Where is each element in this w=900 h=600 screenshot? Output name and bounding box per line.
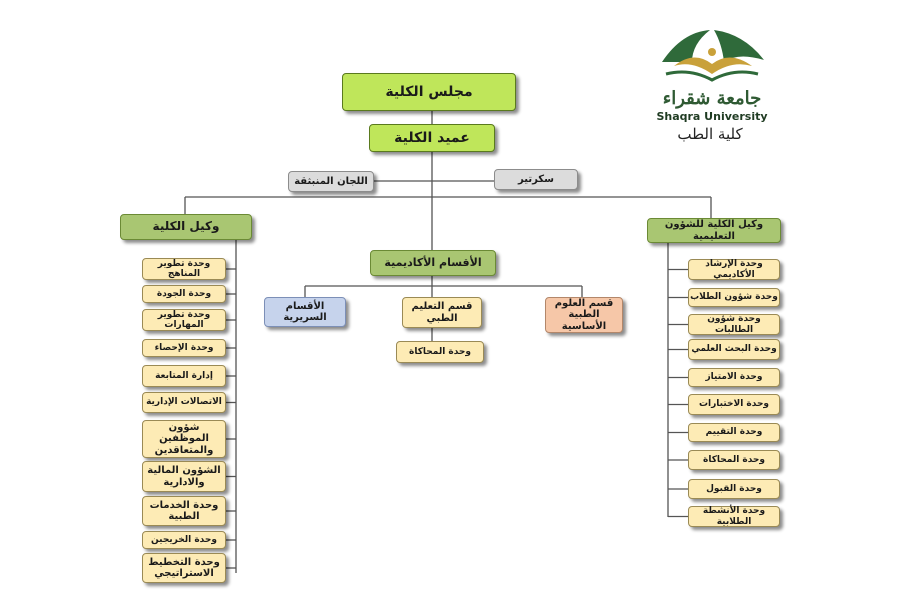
vice-dean-unit-box: إدارة المتابعة xyxy=(142,365,226,387)
vice-dean-unit-box: الاتصالات الإدارية xyxy=(142,392,226,413)
college-council-box: مجلس الكلية xyxy=(342,73,516,111)
vice-dean-unit-box: وحدة الخريجين xyxy=(142,531,226,549)
education-unit-box: وحدة الامتياز xyxy=(688,368,780,387)
university-arabic-name: جامعة شقراء xyxy=(662,88,762,109)
university-english-name: Shaqra University xyxy=(656,110,768,123)
education-unit-box: وحدة الإرشاد الأكاديمي xyxy=(688,259,780,280)
committees-box: اللجان المنبثقة xyxy=(288,171,374,192)
education-unit-box: وحدة شؤون الطالبات xyxy=(688,314,780,335)
vice-dean-box: وكيل الكلية xyxy=(120,214,252,240)
academic-departments-box: الأقسام الأكاديمية xyxy=(370,250,496,276)
vice-dean-unit-box: الشؤون المالية والادارية xyxy=(142,461,226,492)
simulation-unit-box: وحدة المحاكاة xyxy=(396,341,484,363)
education-unit-box: وحدة الأنشطة الطلابية xyxy=(688,506,780,527)
clinical-departments-box: الأقسام السريرية xyxy=(264,297,346,327)
dean-box: عميد الكلية xyxy=(369,124,495,152)
education-unit-box: وحدة شؤون الطلاب xyxy=(688,288,780,307)
education-unit-box: وحدة التقييم xyxy=(688,423,780,442)
medical-education-box: قسم التعليم الطبي xyxy=(402,297,482,328)
education-unit-box: وحدة البحث العلمي xyxy=(688,339,780,360)
university-logo-icon xyxy=(662,30,764,82)
basic-sciences-box: قسم العلوم الطبية الأساسية xyxy=(545,297,623,333)
vice-dean-unit-box: وحدة الإحصاء xyxy=(142,339,226,357)
education-unit-box: وحدة القبول xyxy=(688,479,780,499)
vice-dean-education-box: وكيل الكلية للشؤون التعليمية xyxy=(647,218,781,243)
secretary-box: سكرتير xyxy=(494,169,578,190)
vice-dean-unit-box: وحدة التخطيط الاستراتيجي xyxy=(142,553,226,583)
vice-dean-unit-box: وحدة تطوير المهارات xyxy=(142,309,226,331)
vice-dean-unit-box: وحدة الجودة xyxy=(142,285,226,303)
vice-dean-unit-box: شؤون الموظفين والمتعاقدين xyxy=(142,420,226,458)
vice-dean-unit-box: وحدة تطوير المناهج xyxy=(142,258,226,280)
vice-dean-unit-box: وحدة الخدمات الطبية xyxy=(142,496,226,526)
education-unit-box: وحدة المحاكاة xyxy=(688,450,780,470)
education-unit-box: وحدة الاختبارات xyxy=(688,394,780,415)
college-name: كلية الطب xyxy=(677,125,743,143)
